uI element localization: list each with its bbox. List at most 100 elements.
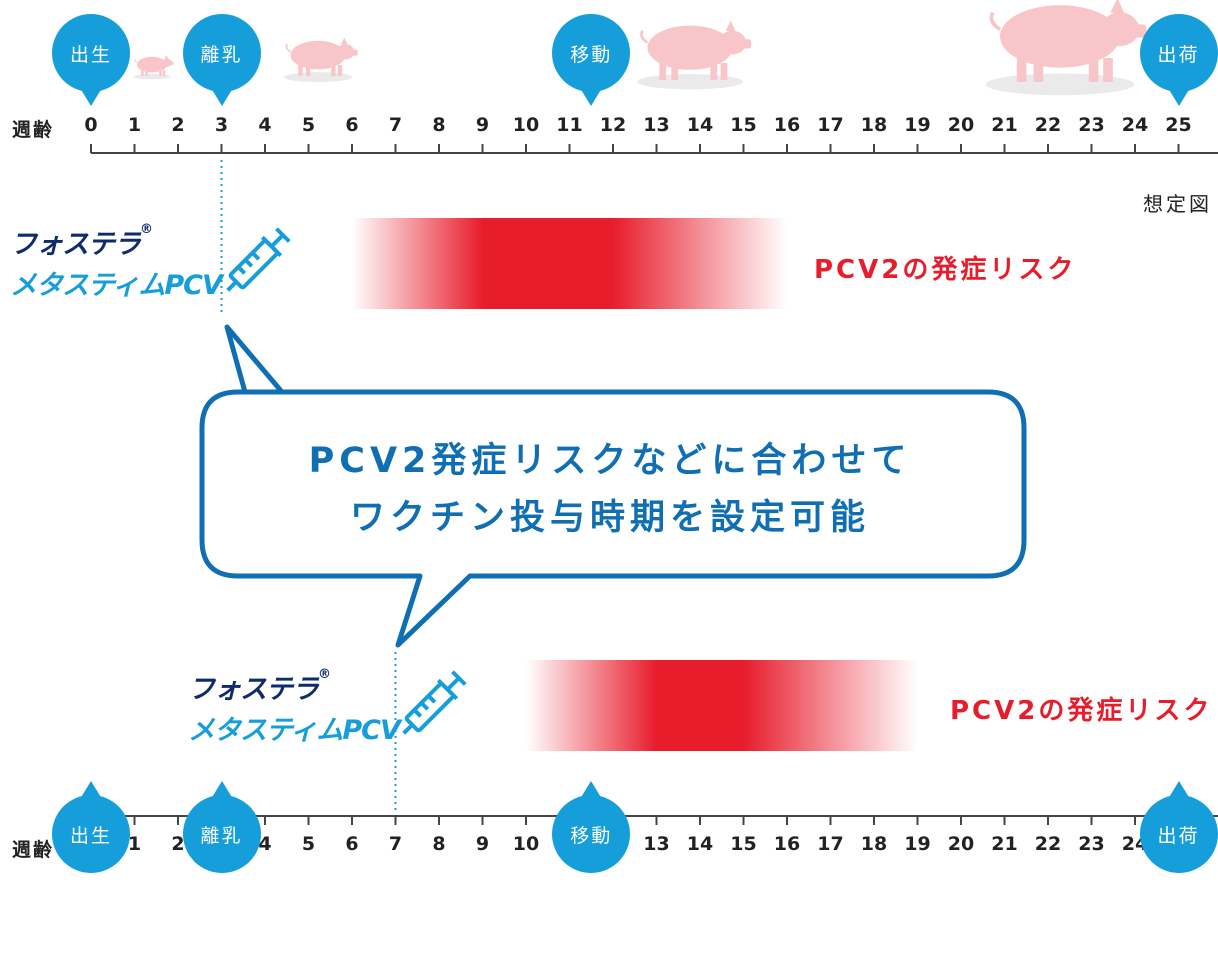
pig-leg [162, 70, 166, 76]
top-week-number: 18 [860, 114, 888, 136]
top-milestone-0: 出生 [52, 14, 130, 106]
top-week-number: 15 [730, 114, 757, 136]
registered-mark: ® [318, 667, 331, 682]
syringe-mark [251, 251, 261, 261]
top-week-number: 23 [1078, 114, 1105, 136]
pig-leg [141, 70, 144, 76]
pig-leg [1103, 58, 1113, 82]
top-week-number: 25 [1165, 114, 1192, 136]
milestone-pointer [580, 88, 603, 106]
syringe-mark [412, 708, 423, 718]
product-logo-bottom: フォステラ® メタスティムPCV [188, 667, 401, 747]
bottom-week-number: 23 [1078, 833, 1105, 855]
syringe-mark [427, 694, 437, 704]
risk-bar-bottom [526, 660, 918, 751]
bottom-week-number: 1 [127, 833, 142, 855]
product-name-line2: メタスティムPCV [188, 715, 401, 746]
callout-bubble [199, 324, 1027, 648]
pig-head [718, 30, 747, 55]
pig-leg [159, 70, 162, 76]
pig-leg [1033, 58, 1044, 82]
pig-tail [989, 11, 1001, 31]
pig-leg [298, 65, 303, 76]
product-name-line1: フォステラ [188, 674, 319, 705]
milestone-pointer [80, 781, 102, 799]
syringe-plunger [270, 233, 285, 248]
pig-leg [710, 63, 718, 80]
callout-text: PCV2発症リスクなどに合わせて ワクチン投与時期を設定可能 [220, 433, 1000, 547]
callout-line-1: PCV2発症リスクなどに合わせて [308, 441, 912, 481]
pig-snout [170, 61, 174, 65]
bottom-week-number: 18 [860, 833, 888, 855]
top-week-number: 12 [599, 114, 627, 136]
syringe-mark [236, 265, 247, 275]
product-name-line1: フォステラ [10, 229, 141, 260]
bottom-week-number: 6 [345, 833, 359, 855]
top-milestone-25: 出荷 [1139, 14, 1218, 106]
top-milestone-11.5: 移動 [552, 14, 631, 106]
syringe-plunger-head [275, 227, 291, 243]
pig-ear [1110, 0, 1125, 15]
milestone-label: 出生 [69, 43, 112, 66]
top-week-number: 21 [991, 114, 1018, 136]
pig-head [162, 58, 172, 67]
top-week-number: 4 [258, 114, 272, 136]
risk-bar-top [352, 218, 787, 309]
syringe-icon [402, 670, 467, 735]
top-week-number: 11 [556, 114, 583, 136]
top-week-number: 10 [512, 114, 540, 136]
top-week-number: 2 [171, 114, 185, 136]
pig-body [290, 40, 346, 70]
bottom-week-number: 13 [643, 833, 670, 855]
pig-leg [145, 70, 148, 76]
milestone-label: 出生 [69, 824, 112, 847]
pig-ear [341, 37, 348, 46]
syringe-plunger-head [451, 670, 467, 686]
top-week-number: 8 [432, 114, 446, 136]
top-week-number: 1 [127, 114, 142, 136]
bottom-week-number: 16 [773, 833, 801, 855]
pig-tail [285, 43, 291, 53]
callout-line-2: ワクチン投与時期を設定可能 [349, 498, 870, 538]
bottom-week-number: 21 [991, 833, 1018, 855]
pig-finisher [985, 0, 1147, 96]
bottom-week-number: 5 [301, 833, 316, 855]
bottom-week-number: 19 [904, 833, 931, 855]
syringe-mark [419, 701, 430, 711]
top-week-axis-label: 週齢 [12, 119, 55, 141]
pig-head [1100, 12, 1140, 46]
pig-body [1000, 5, 1120, 68]
syringe-mark [243, 258, 254, 268]
milestone-label: 出荷 [1157, 824, 1200, 847]
risk-label-bottom: PCV2の発症リスク [950, 696, 1213, 726]
milestone-label: 離乳 [200, 43, 243, 66]
syringe-flange [436, 678, 459, 701]
top-week-number: 7 [388, 114, 403, 136]
bottom-milestone-25: 出荷 [1139, 781, 1218, 873]
top-week-number: 24 [1121, 114, 1149, 136]
bottom-milestone-11.5: 移動 [552, 781, 631, 873]
pig-leg [1016, 58, 1027, 82]
bottom-milestone-3: 離乳 [182, 781, 261, 873]
bottom-week-axis-label: 週齢 [12, 839, 55, 861]
syringe-plunger [446, 676, 461, 691]
top-week-number: 17 [817, 114, 844, 136]
milestone-label: 移動 [570, 824, 613, 847]
pig-leg [337, 65, 343, 76]
milestone-pointer [80, 88, 102, 106]
pig-ear [164, 55, 169, 60]
pig-snout [1132, 24, 1147, 38]
top-week-number: 9 [475, 114, 490, 136]
pig-body [647, 25, 733, 70]
pig-tail [134, 58, 138, 64]
bottom-week-number: 4 [258, 833, 272, 855]
product-name-line2: メタスティムPCV [10, 270, 223, 301]
milestone-pointer [210, 88, 233, 106]
top-week-number: 16 [773, 114, 801, 136]
top-week-number: 13 [643, 114, 670, 136]
bottom-week-number: 20 [947, 833, 975, 855]
milestone-pointer [1167, 88, 1190, 106]
milestone-label: 移動 [570, 43, 613, 66]
